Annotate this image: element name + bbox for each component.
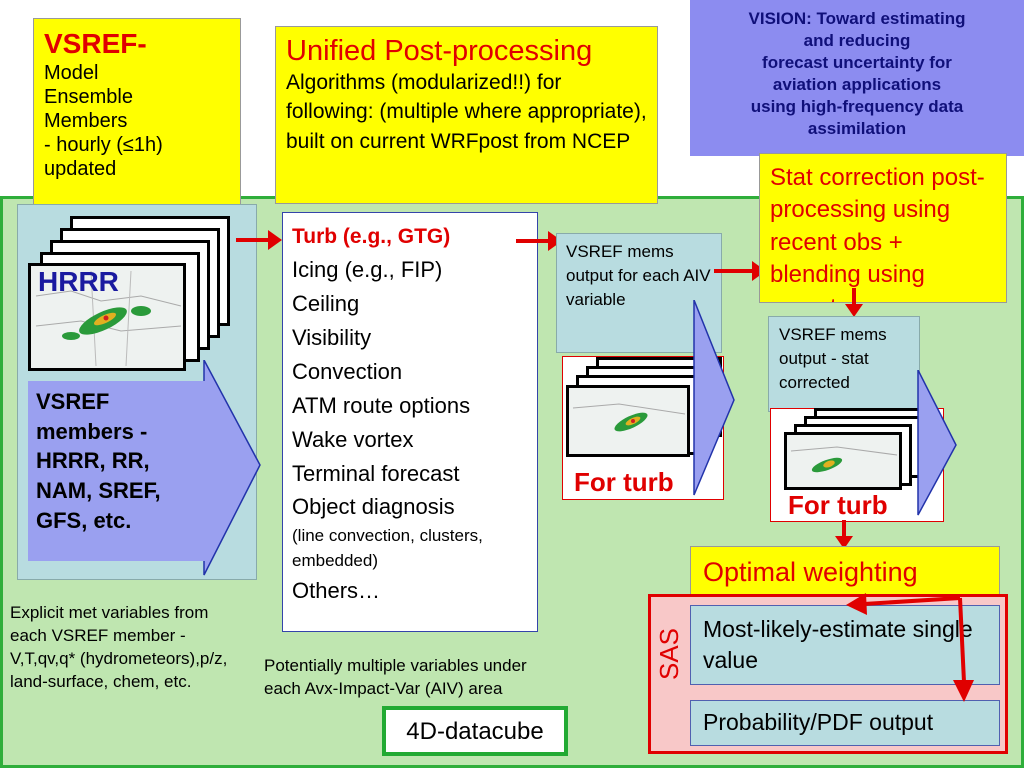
algorithm-item: Visibility [292,325,372,351]
algorithm-item: Terminal forecast [292,460,460,486]
algorithm-item: Wake vortex [292,426,414,452]
vsref-output-box: VSREF mems output for each AIV variable [556,233,722,353]
radar-map-icon [31,266,183,368]
vsref-title: VSREF- [44,28,147,59]
algorithm-turb: Turb (e.g., GTG) [292,225,451,248]
vsref-line-1: Model [44,61,99,84]
algorithm-item: Convection [292,358,403,384]
arrow-down-icon [835,520,853,549]
radar-map-icon [569,388,687,454]
arrow-right-icon [516,231,562,251]
arrow-right-icon [236,230,282,250]
algorithm-item: Icing (e.g., FIP) [292,257,443,283]
multiple-variables-note: Potentially multiple variables under eac… [264,656,527,698]
algorithm-list-box: Turb (e.g., GTG) Icing (e.g., FIP) Ceili… [282,212,538,632]
chevron-right-arrow-icon [693,300,735,496]
optimal-weighting-box: Optimal weighting [690,546,1000,596]
arrow-down-icon [845,288,863,317]
turb-map-image [566,385,690,457]
vision-line-5: using high-frequency data [750,97,964,117]
explicit-variables-note: Explicit met variables from each VSREF m… [10,603,228,691]
probability-pdf-box: Probability/PDF output [690,700,1000,746]
vision-line-4: aviation applications [772,75,942,95]
arrow-connector-icon [846,593,974,702]
datacube-box: 4D-datacube [382,706,568,756]
unified-postprocessing-box: Unified Post-processing Algorithms (modu… [275,26,658,204]
algorithm-item: Object diagnosis [292,494,455,520]
vsref-line-4: - hourly (≤1h) [44,133,163,156]
vsref-line-5: updated [44,157,117,180]
stat-correction-box: Stat correction post- processing using r… [759,153,1007,303]
unified-title: Unified Post-processing [286,35,593,67]
hrrr-map-image [28,263,186,371]
vsref-corrected-output-box: VSREF mems output - stat corrected [768,316,920,412]
radar-map-icon [787,435,899,487]
chevron-right-arrow-icon [917,370,957,516]
for-turb-label: For turb [574,467,674,497]
chevron-right-arrow-icon [203,360,261,576]
vision-line-3: forecast uncertainty for [762,53,952,73]
vsref-members-box: VSREF members - HRRR, RR, NAM, SREF, GFS… [28,381,206,561]
vision-line-6: assimilation [807,119,907,139]
most-likely-estimate-box: Most-likely-estimate single value [690,605,1000,685]
algorithm-note: (line convection, clusters, embedded) [292,526,483,570]
algorithm-item: ATM route options [292,392,471,418]
corrected-map-image [784,432,902,490]
hrrr-label: HRRR [38,266,119,297]
unified-body: Algorithms (modularized!!) for following… [286,71,647,153]
algorithm-others: Others… [292,577,381,603]
for-turb-label: For turb [788,490,888,520]
sas-label: SAS [654,627,684,680]
vision-line-2: and reducing [803,31,911,51]
algorithm-item: Ceiling [292,291,360,317]
vsref-line-3: Members [44,109,128,132]
vsref-ensemble-box: VSREF- Model Ensemble Members - hourly (… [33,18,241,223]
vision-box: VISION: Toward estimating and reducing f… [690,0,1024,156]
vsref-line-2: Ensemble [44,85,133,108]
vision-line-1: VISION: Toward estimating [748,9,966,28]
